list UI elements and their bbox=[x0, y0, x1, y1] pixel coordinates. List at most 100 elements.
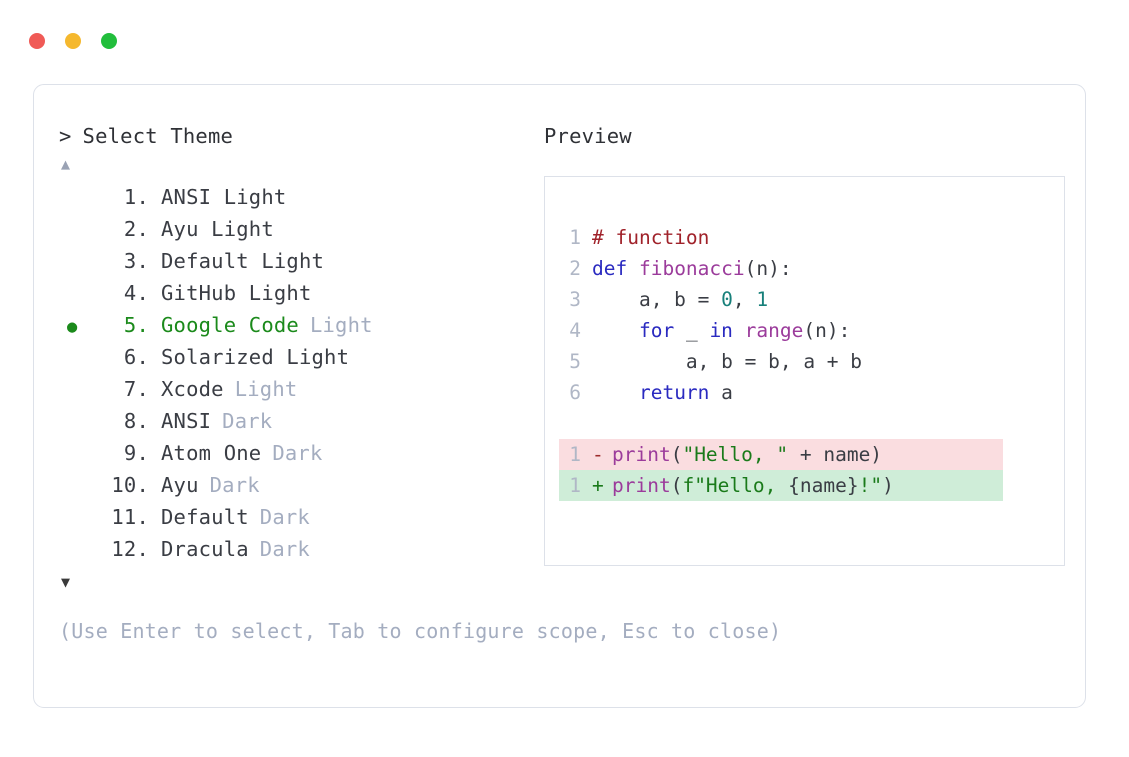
code-token: (n): bbox=[744, 257, 792, 280]
code-token: # function bbox=[592, 226, 710, 249]
minimize-window-button[interactable] bbox=[65, 33, 81, 49]
code-token bbox=[592, 377, 639, 408]
selected-bullet-icon bbox=[59, 445, 95, 465]
theme-item-index: 4. bbox=[123, 281, 149, 305]
diff-sign: + bbox=[592, 474, 604, 497]
code-token: f"Hello, bbox=[682, 474, 789, 497]
scroll-up-icon[interactable]: ▲ bbox=[61, 155, 71, 173]
theme-list-item[interactable]: 4. GitHub Light bbox=[59, 281, 529, 313]
theme-item-name: Solarized Light bbox=[161, 345, 350, 369]
selected-bullet-icon bbox=[59, 413, 95, 433]
code-line: 1 # function bbox=[559, 222, 1064, 253]
theme-item-index: 1. bbox=[123, 185, 149, 209]
theme-item-index: 8. bbox=[123, 409, 149, 433]
theme-item-index: 5. bbox=[123, 313, 149, 337]
code-token: in bbox=[709, 319, 733, 342]
maximize-window-button[interactable] bbox=[101, 33, 117, 49]
code-line: 3 a, b = 0, 1 bbox=[559, 284, 1064, 315]
selected-bullet-icon bbox=[59, 541, 95, 561]
prompt-row: > Select Theme bbox=[59, 124, 529, 152]
help-hint-text: (Use Enter to select, Tab to configure s… bbox=[59, 619, 782, 643]
theme-list-item[interactable]: 3.Default Light bbox=[59, 249, 529, 281]
theme-item-name: ANSI Light bbox=[161, 185, 287, 209]
selected-bullet-icon bbox=[59, 285, 95, 305]
theme-list-item[interactable]: 10. Ayu Dark bbox=[59, 473, 529, 505]
selected-bullet-icon bbox=[59, 349, 95, 369]
code-token: a, b = bbox=[592, 288, 722, 311]
theme-item-variant-badge: Dark bbox=[222, 409, 273, 433]
code-line: 5 a, b = b, a + b bbox=[559, 346, 1064, 377]
theme-item-name: Dracula bbox=[161, 537, 249, 561]
theme-item-name: Google Code bbox=[161, 313, 299, 337]
theme-item-variant-badge: Light bbox=[309, 313, 373, 337]
line-number: 1 bbox=[569, 226, 581, 249]
selected-bullet-icon: ● bbox=[67, 317, 78, 337]
theme-item-variant-badge: Dark bbox=[259, 537, 310, 561]
code-token: , bbox=[732, 288, 757, 311]
prompt-caret-icon: > bbox=[59, 124, 72, 148]
code-token: "Hello, " bbox=[682, 443, 789, 466]
theme-item-name: ANSI bbox=[161, 409, 212, 433]
theme-list-item[interactable]: 8. ANSI Dark bbox=[59, 409, 529, 441]
theme-list-item[interactable]: 12. Dracula Dark bbox=[59, 537, 529, 569]
theme-list-item[interactable]: 2.Ayu Light bbox=[59, 217, 529, 249]
code-token: print bbox=[612, 443, 671, 466]
code-token: (n): bbox=[803, 319, 851, 342]
theme-item-name: Default Light bbox=[161, 249, 325, 273]
scroll-down-icon[interactable]: ▼ bbox=[61, 573, 71, 591]
code-token: !" bbox=[858, 474, 883, 497]
theme-item-name: Atom One bbox=[161, 441, 262, 465]
selected-bullet-icon bbox=[59, 189, 95, 209]
page-title: Select Theme bbox=[82, 124, 234, 148]
line-number: 4 bbox=[569, 319, 581, 342]
theme-item-variant-badge: Light bbox=[234, 377, 298, 401]
diff-removed-line: 1-print("Hello, " + name) bbox=[559, 439, 1003, 470]
theme-item-name: Ayu Light bbox=[161, 217, 274, 241]
code-token: ( bbox=[670, 443, 683, 466]
theme-item-variant-badge: Dark bbox=[259, 505, 310, 529]
diff-added-line: 1+print(f"Hello, {name}!") bbox=[559, 470, 1003, 501]
selected-bullet-icon bbox=[59, 253, 95, 273]
line-number: 3 bbox=[569, 288, 581, 311]
code-token: fibonacci bbox=[638, 257, 745, 280]
code-token: return bbox=[638, 381, 710, 404]
preview-label: Preview bbox=[544, 124, 632, 148]
theme-item-index: 6. bbox=[123, 345, 149, 369]
theme-item-index: 12. bbox=[111, 537, 149, 561]
close-window-button[interactable] bbox=[29, 33, 45, 49]
window-controls bbox=[29, 33, 117, 49]
code-token: for bbox=[638, 319, 675, 342]
code-line: 6 return a bbox=[559, 377, 1064, 408]
code-token: ( bbox=[670, 474, 683, 497]
theme-list-item[interactable]: 6. Solarized Light bbox=[59, 345, 529, 377]
code-token: range bbox=[744, 319, 804, 342]
line-number: 1 bbox=[569, 443, 581, 466]
diff-sign: - bbox=[592, 443, 604, 466]
theme-item-variant-badge: Dark bbox=[209, 473, 260, 497]
theme-list-item[interactable]: 1. ANSI Light bbox=[59, 185, 529, 217]
theme-selector-card: > Select Theme ▲ 1. ANSI Light 2.Ayu Ligh… bbox=[33, 84, 1086, 708]
code-token: + name) bbox=[788, 443, 883, 466]
code-token: a, b = b, a + b bbox=[592, 350, 863, 373]
theme-list-item[interactable]: ● 5. Google Code Light bbox=[59, 313, 529, 345]
code-token: a bbox=[709, 381, 733, 404]
code-token: 1 bbox=[756, 288, 769, 311]
code-token: ) bbox=[882, 474, 894, 497]
theme-item-name: Ayu bbox=[161, 473, 199, 497]
code-token: print bbox=[612, 474, 671, 497]
line-number: 5 bbox=[569, 350, 581, 373]
theme-item-index: 9. bbox=[123, 441, 149, 465]
theme-item-name: GitHub Light bbox=[161, 281, 312, 305]
selected-bullet-icon bbox=[59, 381, 95, 401]
theme-item-index: 10. bbox=[111, 473, 149, 497]
selected-bullet-icon bbox=[59, 477, 95, 497]
selected-bullet-icon bbox=[59, 221, 95, 241]
theme-list-pane: > Select Theme ▲ 1. ANSI Light 2.Ayu Ligh… bbox=[59, 124, 529, 597]
